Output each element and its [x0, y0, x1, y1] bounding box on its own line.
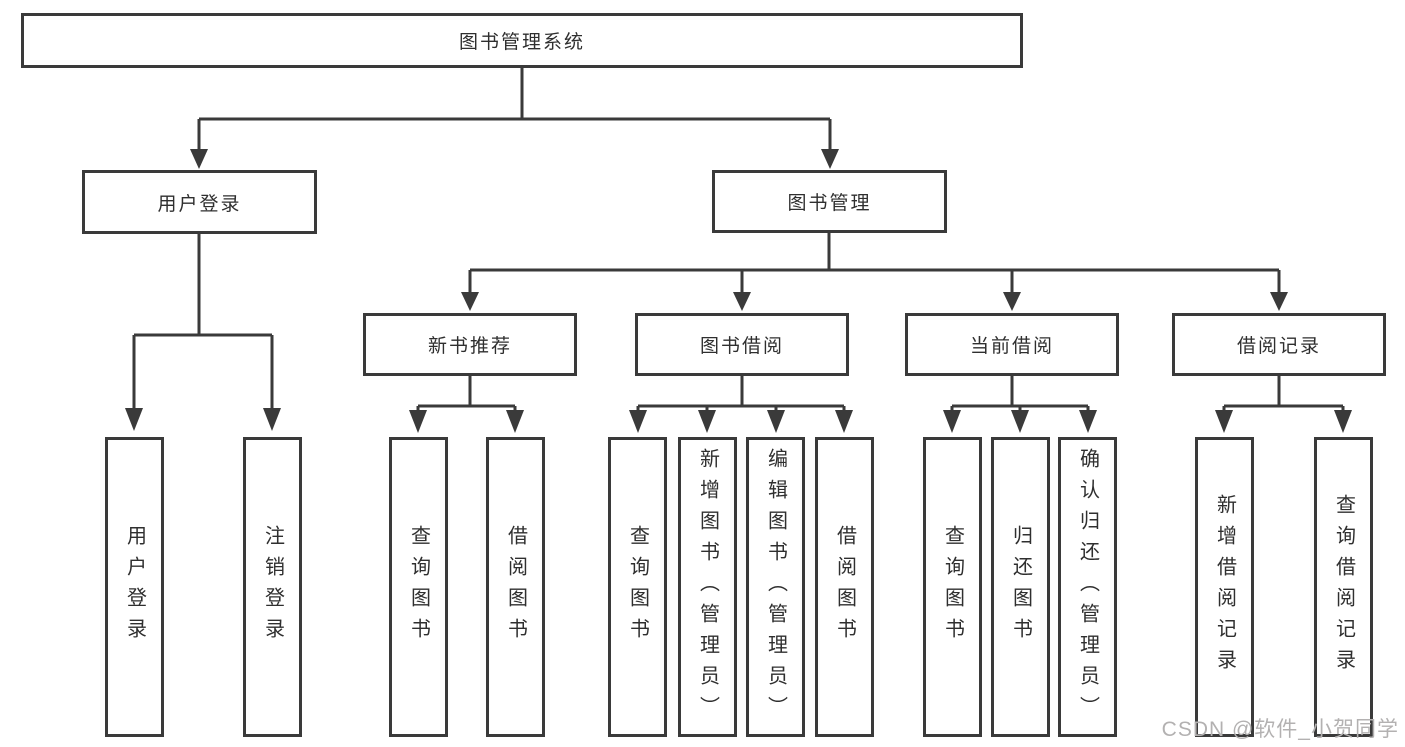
leaf-borrow-book: 借阅图书 [815, 437, 874, 737]
leaf-add-book-admin: 新增图书（管理员） [678, 437, 737, 737]
leaf-edit-book-admin-label: 编辑图书（管理员） [764, 447, 787, 727]
edge-user-login-to-leaves [125, 234, 281, 431]
leaf-user-login: 用户登录 [105, 437, 164, 737]
edge-book-management-to-level3 [461, 233, 1288, 311]
leaf-add-book-admin-label: 新增图书（管理员） [696, 447, 719, 727]
leaf-logout: 注销登录 [243, 437, 302, 737]
leaf-logout-label: 注销登录 [261, 525, 284, 649]
edge-borrowing-records-to-leaves [1215, 376, 1352, 433]
node-current-borrowing: 当前借阅 [905, 313, 1119, 376]
leaf-query-borrow-record-label: 查询借阅记录 [1332, 494, 1355, 680]
edge-new-book-recommend-to-leaves [409, 376, 524, 433]
leaf-query-borrow-record: 查询借阅记录 [1314, 437, 1373, 737]
node-borrowing-records: 借阅记录 [1172, 313, 1386, 376]
node-current-borrowing-label: 当前借阅 [969, 336, 1054, 357]
leaf-return-book-label: 归还图书 [1009, 525, 1032, 649]
csdn-watermark: CSDN @软件_小贺同学 [1161, 718, 1399, 741]
node-user-login: 用户登录 [82, 170, 317, 234]
node-library-system-label: 图书管理系统 [458, 32, 585, 53]
node-new-book-recommend-label: 新书推荐 [427, 336, 512, 357]
edge-root-to-level2 [190, 68, 839, 169]
edge-book-borrowing-to-leaves [629, 376, 853, 433]
leaf-return-book: 归还图书 [991, 437, 1050, 737]
leaf-confirm-return-admin-label: 确认归还（管理员） [1076, 447, 1099, 727]
leaf-borrow-book-recommend-label: 借阅图书 [504, 525, 527, 649]
node-user-login-label: 用户登录 [157, 193, 242, 215]
node-new-book-recommend: 新书推荐 [363, 313, 577, 376]
leaf-add-borrow-record-label: 新增借阅记录 [1213, 494, 1236, 680]
leaf-query-book-borrowing: 查询图书 [608, 437, 667, 737]
leaf-query-book-recommend-label: 查询图书 [407, 525, 430, 649]
node-book-management: 图书管理 [712, 170, 947, 233]
leaf-confirm-return-admin: 确认归还（管理员） [1058, 437, 1117, 737]
leaf-borrow-book-recommend: 借阅图书 [486, 437, 545, 737]
leaf-query-book-current: 查询图书 [923, 437, 982, 737]
leaf-add-borrow-record: 新增借阅记录 [1195, 437, 1254, 737]
edge-current-borrowing-to-leaves [943, 376, 1097, 433]
leaf-query-book-recommend: 查询图书 [389, 437, 448, 737]
leaf-user-login-label: 用户登录 [123, 525, 146, 649]
node-book-management-label: 图书管理 [787, 193, 872, 214]
node-book-borrowing-label: 图书借阅 [699, 336, 784, 357]
node-borrowing-records-label: 借阅记录 [1236, 336, 1321, 357]
leaf-edit-book-admin: 编辑图书（管理员） [746, 437, 805, 737]
node-library-system: 图书管理系统 [21, 13, 1023, 68]
node-book-borrowing: 图书借阅 [635, 313, 849, 376]
leaf-query-book-borrowing-label: 查询图书 [626, 525, 649, 649]
leaf-borrow-book-label: 借阅图书 [833, 525, 856, 649]
leaf-query-book-current-label: 查询图书 [941, 525, 964, 649]
